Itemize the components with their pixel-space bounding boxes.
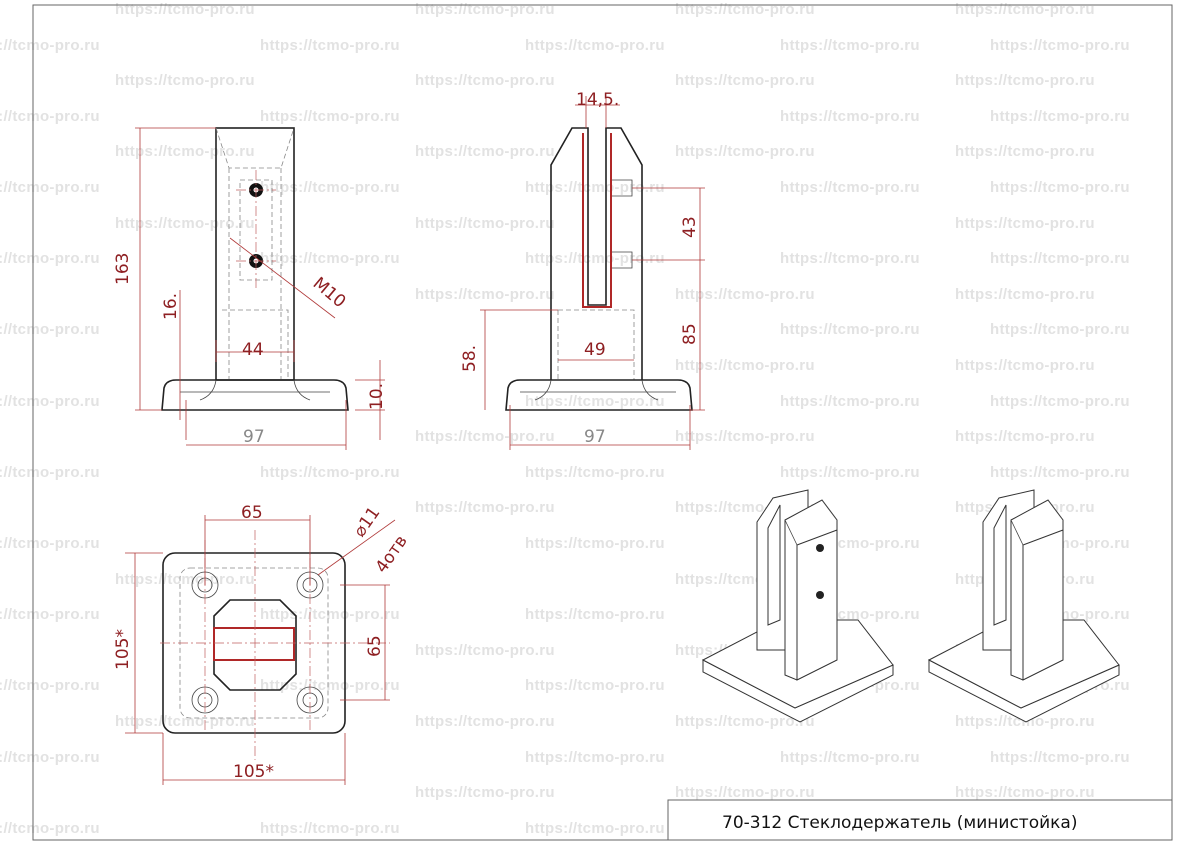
drawing-title: 70-312 Стеклодержатель (министойка): [722, 813, 1077, 833]
screw-hole-icon: [816, 544, 824, 552]
dim-hole-spacing-x: 65: [241, 503, 263, 523]
dim-stem-depth: 49: [584, 340, 606, 360]
dim-base-width: 97: [243, 427, 265, 447]
dim-base-thickness: 10.: [367, 383, 387, 410]
isometric-view-with-holes: [701, 489, 894, 723]
dim-slot-width: 14,5.: [576, 90, 619, 110]
drawing-frame: [32, 4, 1173, 841]
isometric-view-plain: [927, 489, 1120, 723]
dim-hole-count: 4отв: [372, 532, 412, 577]
dim-hole-spacing: 43: [680, 216, 700, 238]
dim-offset: 16.: [161, 293, 181, 320]
dim-side-base-width: 97: [584, 427, 606, 447]
screw-hole-icon: [816, 591, 824, 599]
side-view: 14,5. 43 85 58. 49 97: [460, 90, 705, 450]
glass-slot-top: [213, 627, 295, 661]
dim-height: 163: [113, 253, 133, 285]
dim-slot-bottom: 58.: [460, 345, 480, 372]
dim-hole-spacing-y: 65: [365, 635, 385, 657]
top-view: 65 ⌀11 4отв 65 105* 105*: [113, 503, 412, 785]
dim-hole-diameter: ⌀11: [350, 503, 385, 541]
dim-thread: M10: [309, 274, 350, 313]
front-view: 163 16. 44 M10 10. 97: [113, 127, 387, 450]
dim-stem-width: 44: [242, 340, 264, 360]
dim-hole-height: 85: [680, 323, 700, 345]
title-block: 70-312 Стеклодержатель (министойка): [667, 799, 1172, 840]
dim-size-x: 105*: [233, 762, 274, 782]
mounting-holes: [191, 571, 324, 714]
glass-slot: [582, 133, 612, 308]
dim-size-y: 105*: [113, 629, 133, 670]
